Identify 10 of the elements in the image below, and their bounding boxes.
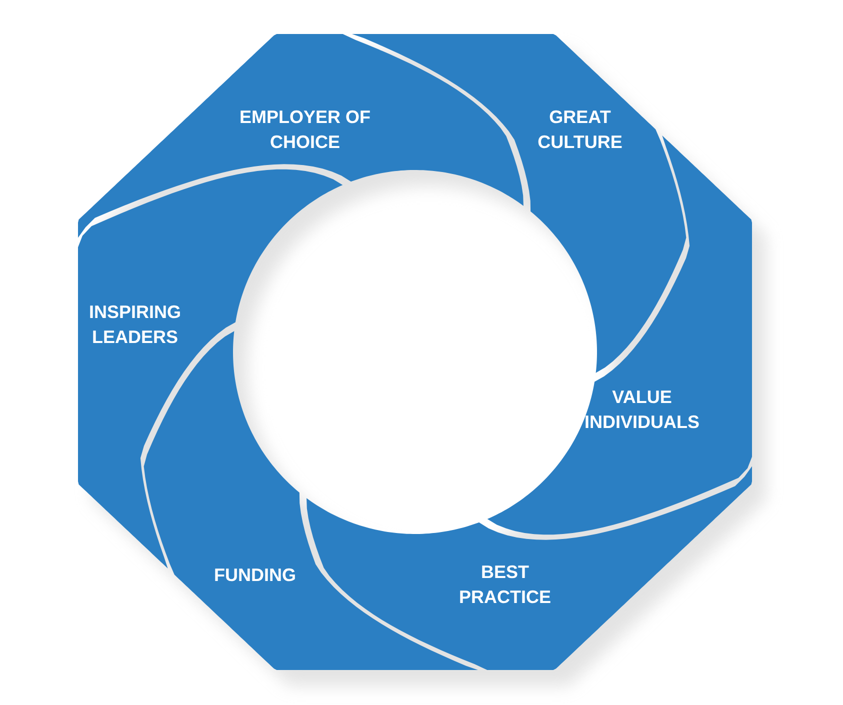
segment-label: INSPIRING LEADERS: [88, 301, 182, 349]
segment-label: GREAT CULTURE: [536, 106, 624, 154]
ring-segment: [78, 169, 343, 568]
ring-segment: [487, 136, 752, 535]
ring-segment: [306, 466, 752, 670]
segment-label: VALUE INDIVIDUALS: [583, 386, 700, 434]
segment-label: BEST PRACTICE: [458, 561, 552, 609]
segment-label: FUNDING: [214, 564, 296, 586]
segment-label: EMPLOYER OF CHOICE: [238, 106, 372, 154]
ring-segment: [78, 34, 524, 238]
